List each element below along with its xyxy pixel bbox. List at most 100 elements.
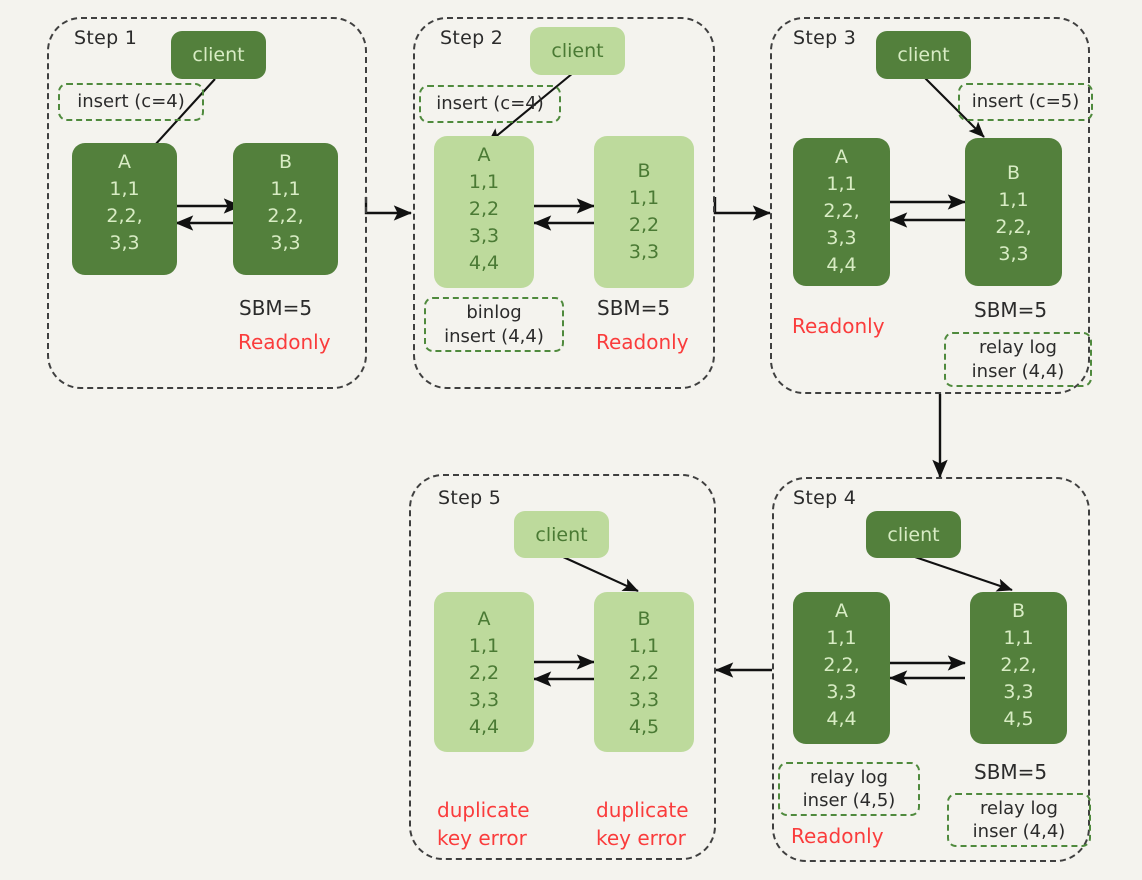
step4-node-a-row-3: 3,3 — [826, 680, 857, 703]
step5-client-label: client — [535, 523, 588, 546]
step1-sbm-label: SBM=5 — [239, 296, 313, 320]
step3-client-label: client — [897, 44, 950, 66]
step1-node-a-row-3: 3,3 — [109, 231, 140, 254]
step4-node-b-row-1: 1,1 — [1003, 626, 1034, 649]
step2-node-b-title: B — [637, 160, 651, 182]
step4-readonly-label: Readonly — [791, 824, 884, 848]
step3-node-a-title: A — [835, 146, 848, 168]
step3-node-a-row-3: 3,3 — [826, 226, 857, 249]
step1-title: Step 1 — [74, 27, 138, 49]
step3-client-box: client — [876, 31, 971, 79]
step3-node-a-row-2: 2,2, — [823, 199, 860, 222]
step4-client-box: client — [866, 511, 961, 558]
step4-node-b-title: B — [1011, 600, 1026, 622]
step5-node-b-row-3: 3,3 — [628, 688, 660, 711]
step5-node-b: B 1,1 2,2 3,3 4,5 — [594, 592, 694, 752]
step2-node-a-row-4: 4,4 — [468, 251, 500, 274]
step1-node-a-row-1: 1,1 — [109, 177, 140, 200]
flow-arrow-step2-to-step3 — [713, 197, 771, 221]
step3-insert-note: insert (c=5) — [958, 83, 1093, 121]
step2-node-a-row-1: 1,1 — [468, 170, 500, 193]
step3-node-b-row-3: 3,3 — [998, 242, 1029, 265]
step3-node-a: A 1,1 2,2, 3,3 4,4 — [793, 138, 890, 286]
step2-node-a: A 1,1 2,2 3,3 4,4 — [434, 136, 534, 288]
step2-insert-note-line-1: insert (c=4) — [436, 93, 544, 115]
step5-node-b-row-2: 2,2 — [628, 661, 660, 684]
step1-node-a-title: A — [118, 151, 131, 173]
step4-node-b-row-3: 3,3 — [1003, 680, 1034, 703]
step5-node-a-row-1: 1,1 — [468, 634, 500, 657]
step4-relay-log-note-a: relay log inser (4,5) — [778, 762, 920, 816]
step2-binlog-note-line-1: binlog — [466, 302, 522, 324]
step3-node-b-row-1: 1,1 — [998, 188, 1029, 211]
step4-relay-log-note-b-line-2: inser (4,4) — [972, 821, 1066, 842]
step4-title: Step 4 — [793, 487, 857, 509]
flow-arrow-step1-to-step2 — [364, 197, 412, 221]
step2-node-a-row-3: 3,3 — [468, 224, 500, 247]
step2-node-b: B 1,1 2,2 3,3 — [594, 136, 694, 288]
step5-node-b-row-1: 1,1 — [628, 634, 660, 657]
step2-insert-note: insert (c=4) — [419, 85, 561, 123]
step5-error-b-line-2: key error — [596, 826, 686, 850]
step2-binlog-note-line-2: insert (4,4) — [444, 325, 544, 347]
step4-node-a-row-2: 2,2, — [823, 653, 860, 676]
step2-node-b-row-3: 3,3 — [628, 240, 660, 263]
step5-client-box: client — [514, 511, 609, 558]
step1-readonly-label: Readonly — [238, 330, 331, 354]
step1-node-b-row-3: 3,3 — [270, 231, 301, 254]
step3-node-b-row-2: 2,2, — [995, 215, 1032, 238]
step2-node-b-row-2: 2,2 — [628, 213, 660, 236]
step1-node-a: A 1,1 2,2, 3,3 — [72, 143, 177, 275]
step4-node-b-row-4: 4,5 — [1003, 707, 1034, 730]
step4-node-a-title: A — [835, 600, 848, 622]
step4-relay-log-note-b: relay log inser (4,4) — [947, 793, 1091, 847]
step4-node-a-row-4: 4,4 — [826, 707, 857, 730]
step1-client-label: client — [192, 44, 245, 66]
step1-insert-note: insert (c=4) — [58, 83, 204, 121]
step5-node-a-row-2: 2,2 — [468, 661, 500, 684]
step2-binlog-note: binlog insert (4,4) — [424, 297, 564, 352]
step5-node-a-row-4: 4,4 — [468, 715, 500, 738]
step2-client-to-a-arrow — [487, 72, 574, 144]
step2-node-b-row-1: 1,1 — [628, 186, 660, 209]
step5-client-to-b-arrow — [560, 555, 639, 592]
step3-title: Step 3 — [793, 27, 857, 49]
step5-node-a-row-3: 3,3 — [468, 688, 500, 711]
step4-relay-log-note-b-line-1: relay log — [980, 797, 1058, 819]
step4-sbm-label: SBM=5 — [974, 760, 1048, 784]
step5-title: Step 5 — [438, 487, 502, 509]
step5-node-a-title: A — [477, 608, 491, 630]
step3-client-to-b-arrow — [924, 77, 985, 138]
step5-node-b-row-4: 4,5 — [628, 715, 660, 738]
step3-insert-note-line-1: insert (c=5) — [971, 91, 1080, 113]
step2-client-box: client — [530, 27, 625, 75]
step2-node-a-row-2: 2,2 — [468, 197, 500, 220]
step4-client-label: client — [887, 523, 940, 546]
step5-error-b-line-1: duplicate — [596, 798, 689, 822]
step4-panel — [772, 477, 1090, 862]
step2-title: Step 2 — [440, 27, 504, 49]
step4-node-a-row-1: 1,1 — [826, 626, 857, 649]
step3-panel — [770, 17, 1090, 394]
step1-node-b: B 1,1 2,2, 3,3 — [233, 143, 338, 275]
step2-client-label: client — [551, 40, 604, 62]
step2-panel — [413, 17, 715, 389]
step1-insert-note-line-1: insert (c=4) — [77, 91, 185, 113]
step1-node-b-title: B — [278, 151, 293, 173]
step4-node-b: B 1,1 2,2, 3,3 4,5 — [970, 592, 1067, 744]
step3-sbm-label: SBM=5 — [974, 298, 1048, 322]
step5-node-a: A 1,1 2,2 3,3 4,4 — [434, 592, 534, 752]
step4-relay-log-note-a-line-1: relay log — [810, 766, 888, 788]
step2-sbm-label: SBM=5 — [597, 296, 671, 320]
step3-relay-log-note-b: relay log inser (4,4) — [944, 332, 1092, 387]
step4-relay-log-note-a-line-2: inser (4,5) — [802, 790, 896, 811]
step3-readonly-label: Readonly — [792, 314, 885, 338]
step5-error-a-line-2: key error — [437, 826, 527, 850]
step2-readonly-label: Readonly — [596, 330, 689, 354]
step4-node-a: A 1,1 2,2, 3,3 4,4 — [793, 592, 890, 744]
step1-node-b-row-2: 2,2, — [267, 204, 304, 227]
step1-node-b-row-1: 1,1 — [270, 177, 301, 200]
step3-node-b-title: B — [1006, 162, 1021, 184]
step2-node-a-title: A — [477, 144, 491, 166]
